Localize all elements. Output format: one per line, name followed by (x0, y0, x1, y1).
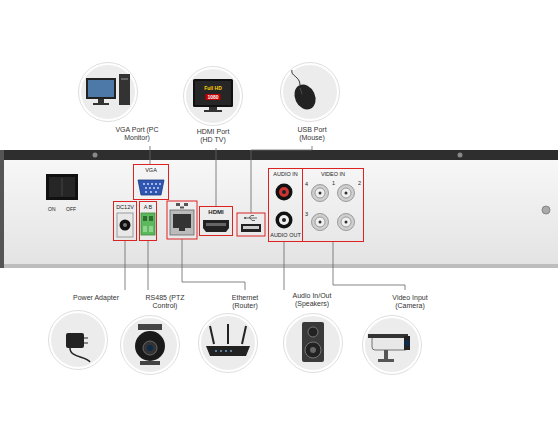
hdmi-port-box: HDMI (199, 206, 233, 236)
video-input-box: VIDEO IN 4 2 3 1 (302, 168, 364, 242)
callout-label: VGA Port (PC Monitor) (112, 126, 162, 143)
rs485-port-box: A B (139, 201, 157, 241)
callout-label: Power Adapter (73, 294, 119, 302)
callout-label: Audio In/Out (Speakers) (289, 292, 335, 309)
callout-label: USB Port (Mouse) (291, 126, 333, 143)
port-label: 1 (332, 180, 335, 187)
callout-label: RS485 (PTZ Control) (139, 294, 191, 311)
port-label: AUDIO IN (273, 171, 297, 178)
port-label: 4 (305, 181, 308, 188)
port-label: OFF (66, 206, 76, 212)
power-port-box: DC12V (113, 201, 137, 241)
dvr-rear-panel: ONOFFVGADC12VA BHDMIAUDIO INAUDIO OUTVID… (0, 158, 558, 266)
port-label: 2 (358, 180, 361, 187)
screen-text: Full HD (204, 85, 222, 91)
port-label: 3 (305, 211, 308, 218)
port-label: AUDIO OUT (270, 232, 301, 239)
screen-text: 1080 (205, 94, 220, 100)
port-label: A B (144, 204, 153, 211)
callout-label: Video Input (Camera) (388, 294, 432, 311)
port-label: ON (48, 206, 56, 212)
audio-port-box: AUDIO IN AUDIO OUT (268, 168, 303, 242)
port-label: DC12V (116, 204, 134, 211)
callout-label: Ethernet (Router) (225, 294, 265, 311)
port-label: VGA (145, 167, 157, 174)
callout-label: HDMI Port (HD TV) (192, 128, 234, 145)
port-label: HDMI (208, 209, 223, 216)
vga-port-box: VGA (133, 164, 169, 200)
port-label: VIDEO IN (321, 171, 345, 178)
